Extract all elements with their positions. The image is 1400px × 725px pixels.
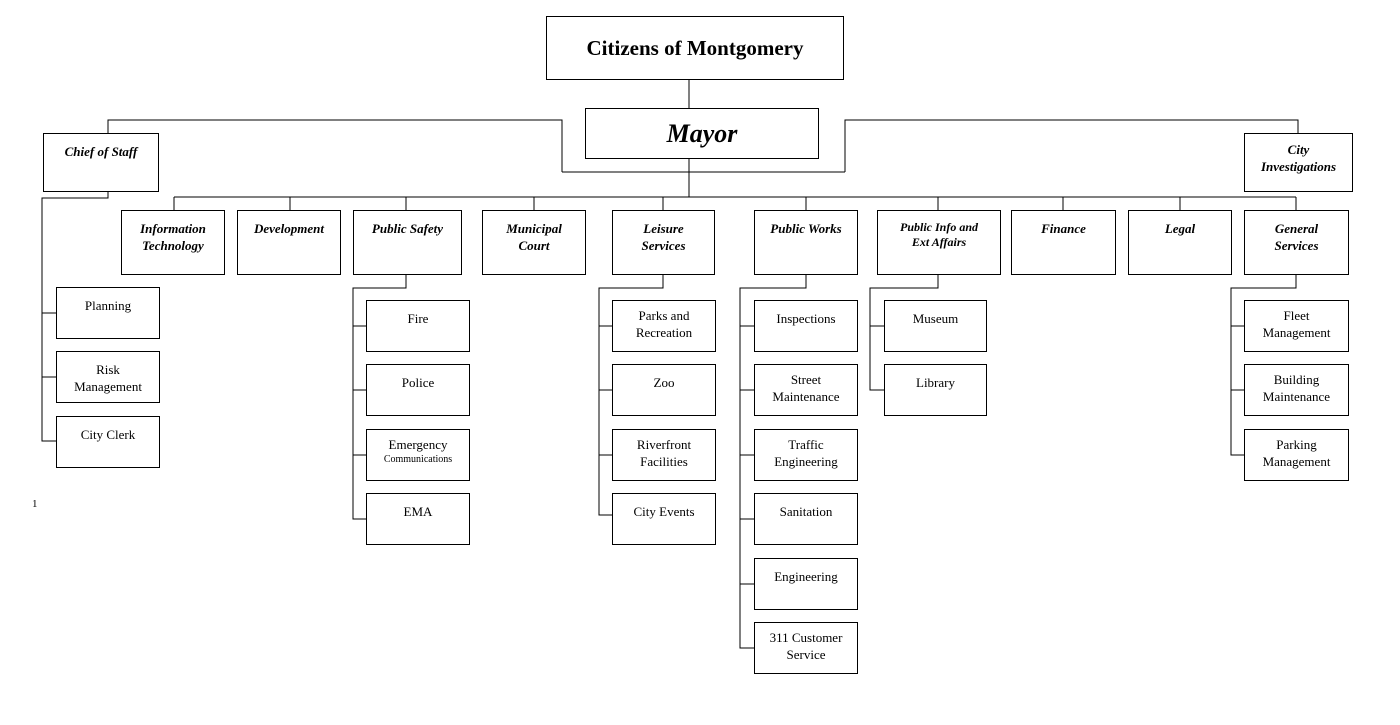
unit-ema-label: EMA (403, 504, 433, 519)
dept-general-services-label: General Services (1274, 221, 1319, 253)
unit-zoo-label: Zoo (653, 375, 675, 390)
unit-city-events-label: City Events (633, 504, 695, 519)
unit-city-events: City Events (612, 493, 716, 545)
dept-leisure-services-label: Leisure Services (641, 221, 686, 253)
staff-city-clerk-box: City Clerk (56, 416, 160, 468)
unit-parks-and-recreation: Parks and Recreation (612, 300, 716, 352)
staff-city-clerk-label: City Clerk (80, 427, 136, 442)
unit-riverfront-facilities: Riverfront Facilities (612, 429, 716, 481)
unit-traffic-engineering-label: Traffic Engineering (774, 437, 838, 469)
unit-fire-label: Fire (407, 311, 429, 326)
unit-fleet-management-label: Fleet Management (1262, 308, 1331, 340)
dept-leisure-services: Leisure Services (612, 210, 715, 275)
dept-general-services: General Services (1244, 210, 1349, 275)
connector-lines (41, 80, 1299, 649)
unit-ema: EMA (366, 493, 470, 545)
chief-of-staff-box: Chief of Staff (43, 133, 159, 192)
dept-finance: Finance (1011, 210, 1116, 275)
dept-public-safety-label: Public Safety (371, 221, 444, 236)
unit-sanitation: Sanitation (754, 493, 858, 545)
dept-municipal-court-label: Municipal Court (506, 221, 562, 253)
unit-emergency-communications: Emergency Communications (366, 429, 470, 481)
unit-police-label: Police (401, 375, 435, 390)
unit-parking-management-label: Parking Management (1262, 437, 1331, 469)
dept-public-safety: Public Safety (353, 210, 462, 275)
unit-inspections: Inspections (754, 300, 858, 352)
unit-311-customer-service: 311 Customer Service (754, 622, 858, 674)
dept-legal: Legal (1128, 210, 1232, 275)
unit-311-customer-service-label: 311 Customer Service (769, 630, 843, 662)
unit-street-maintenance-label: Street Maintenance (772, 372, 840, 404)
chief-of-staff-label: Chief of Staff (64, 144, 138, 159)
unit-communications-label: Communications (383, 454, 453, 465)
citizens-box: Citizens of Montgomery (546, 16, 844, 80)
citizens-label: Citizens of Montgomery (586, 35, 804, 60)
unit-police: Police (366, 364, 470, 416)
unit-fire: Fire (366, 300, 470, 352)
unit-engineering-label: Engineering (774, 569, 838, 584)
staff-risk-management-label: Risk Management (74, 362, 142, 394)
city-investigations-box: City Investigations (1244, 133, 1353, 192)
unit-library-label: Library (916, 375, 955, 390)
dept-public-works-label: Public Works (770, 221, 842, 236)
unit-riverfront-facilities-label: Riverfront Facilities (636, 437, 692, 469)
dept-public-info-ext-affairs: Public Info and Ext Affairs (877, 210, 1001, 275)
staff-planning-box: Planning (56, 287, 160, 339)
dept-public-info-ext-affairs-label: Public Info and Ext Affairs (899, 220, 978, 249)
staff-planning-label: Planning (84, 298, 132, 313)
mayor-box: Mayor (585, 108, 819, 159)
unit-parking-management: Parking Management (1244, 429, 1349, 481)
unit-engineering: Engineering (754, 558, 858, 610)
dept-municipal-court: Municipal Court (482, 210, 586, 275)
unit-inspections-label: Inspections (776, 311, 836, 326)
staff-risk-management-box: Risk Management (56, 351, 160, 403)
dept-development-label: Development (253, 221, 325, 236)
dept-public-works: Public Works (754, 210, 858, 275)
unit-building-maintenance-label: Building Maintenance (1262, 372, 1331, 404)
dept-information-technology: Information Technology (121, 210, 225, 275)
unit-emergency-label: Emergency (388, 437, 448, 452)
dept-information-technology-label: Information Technology (140, 221, 206, 253)
city-investigations-label: City Investigations (1260, 142, 1337, 174)
mayor-label: Mayor (666, 119, 738, 148)
unit-street-maintenance: Street Maintenance (754, 364, 858, 416)
unit-traffic-engineering: Traffic Engineering (754, 429, 858, 481)
unit-museum-label: Museum (912, 311, 959, 326)
page-footnote: 1 (32, 498, 38, 510)
unit-building-maintenance: Building Maintenance (1244, 364, 1349, 416)
unit-parks-and-recreation-label: Parks and Recreation (635, 308, 693, 340)
unit-sanitation-label: Sanitation (779, 504, 833, 519)
dept-legal-label: Legal (1164, 221, 1196, 236)
dept-development: Development (237, 210, 341, 275)
dept-finance-label: Finance (1041, 221, 1086, 236)
unit-zoo: Zoo (612, 364, 716, 416)
unit-fleet-management: Fleet Management (1244, 300, 1349, 352)
unit-library: Library (884, 364, 987, 416)
unit-museum: Museum (884, 300, 987, 352)
